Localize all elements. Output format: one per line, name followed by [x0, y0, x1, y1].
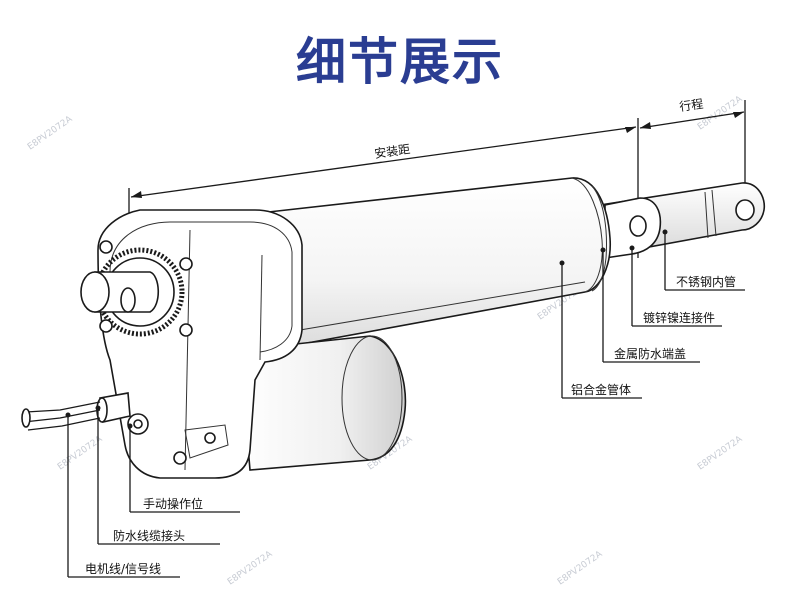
watermark: E8PV2072A	[226, 549, 275, 588]
zinc-nickel-connector-label: 镀锌镍连接件	[643, 310, 715, 325]
callout-motor-signal-wire: 电机线/信号线	[65, 412, 180, 578]
aluminum-tube-body-label: 铝合金管体	[571, 382, 631, 397]
callout-stainless-inner-tube: 不锈钢内管	[662, 229, 745, 291]
callout-waterproof-cable-joint: 防水线缆接头	[95, 405, 220, 545]
callout-aluminum-tube-body: 铝合金管体	[559, 260, 642, 399]
page-title: 细节展示	[296, 33, 504, 91]
callout-metal-waterproof-cap: 金属防水端盖	[600, 247, 700, 363]
mounting-distance-label: 安装距	[373, 141, 411, 161]
metal-waterproof-cap-label: 金属防水端盖	[614, 346, 686, 361]
callout-zinc-nickel-connector: 镀锌镍连接件	[629, 245, 722, 327]
watermark: E8PV2072A	[26, 114, 75, 153]
stroke-dimension: 行程	[639, 96, 746, 210]
watermark: E8PV2072A	[696, 434, 745, 473]
watermark: E8PV2072A	[556, 549, 605, 588]
stainless-inner-tube-label: 不锈钢内管	[676, 274, 736, 289]
stroke-label: 行程	[678, 96, 704, 114]
manual-operation-label: 手动操作位	[143, 496, 203, 511]
motor-signal-wire-label: 电机线/信号线	[85, 562, 161, 576]
callout-manual-operation: 手动操作位	[127, 423, 240, 513]
actuator-body	[21, 177, 766, 479]
waterproof-cable-joint-label: 防水线缆接头	[113, 528, 185, 543]
